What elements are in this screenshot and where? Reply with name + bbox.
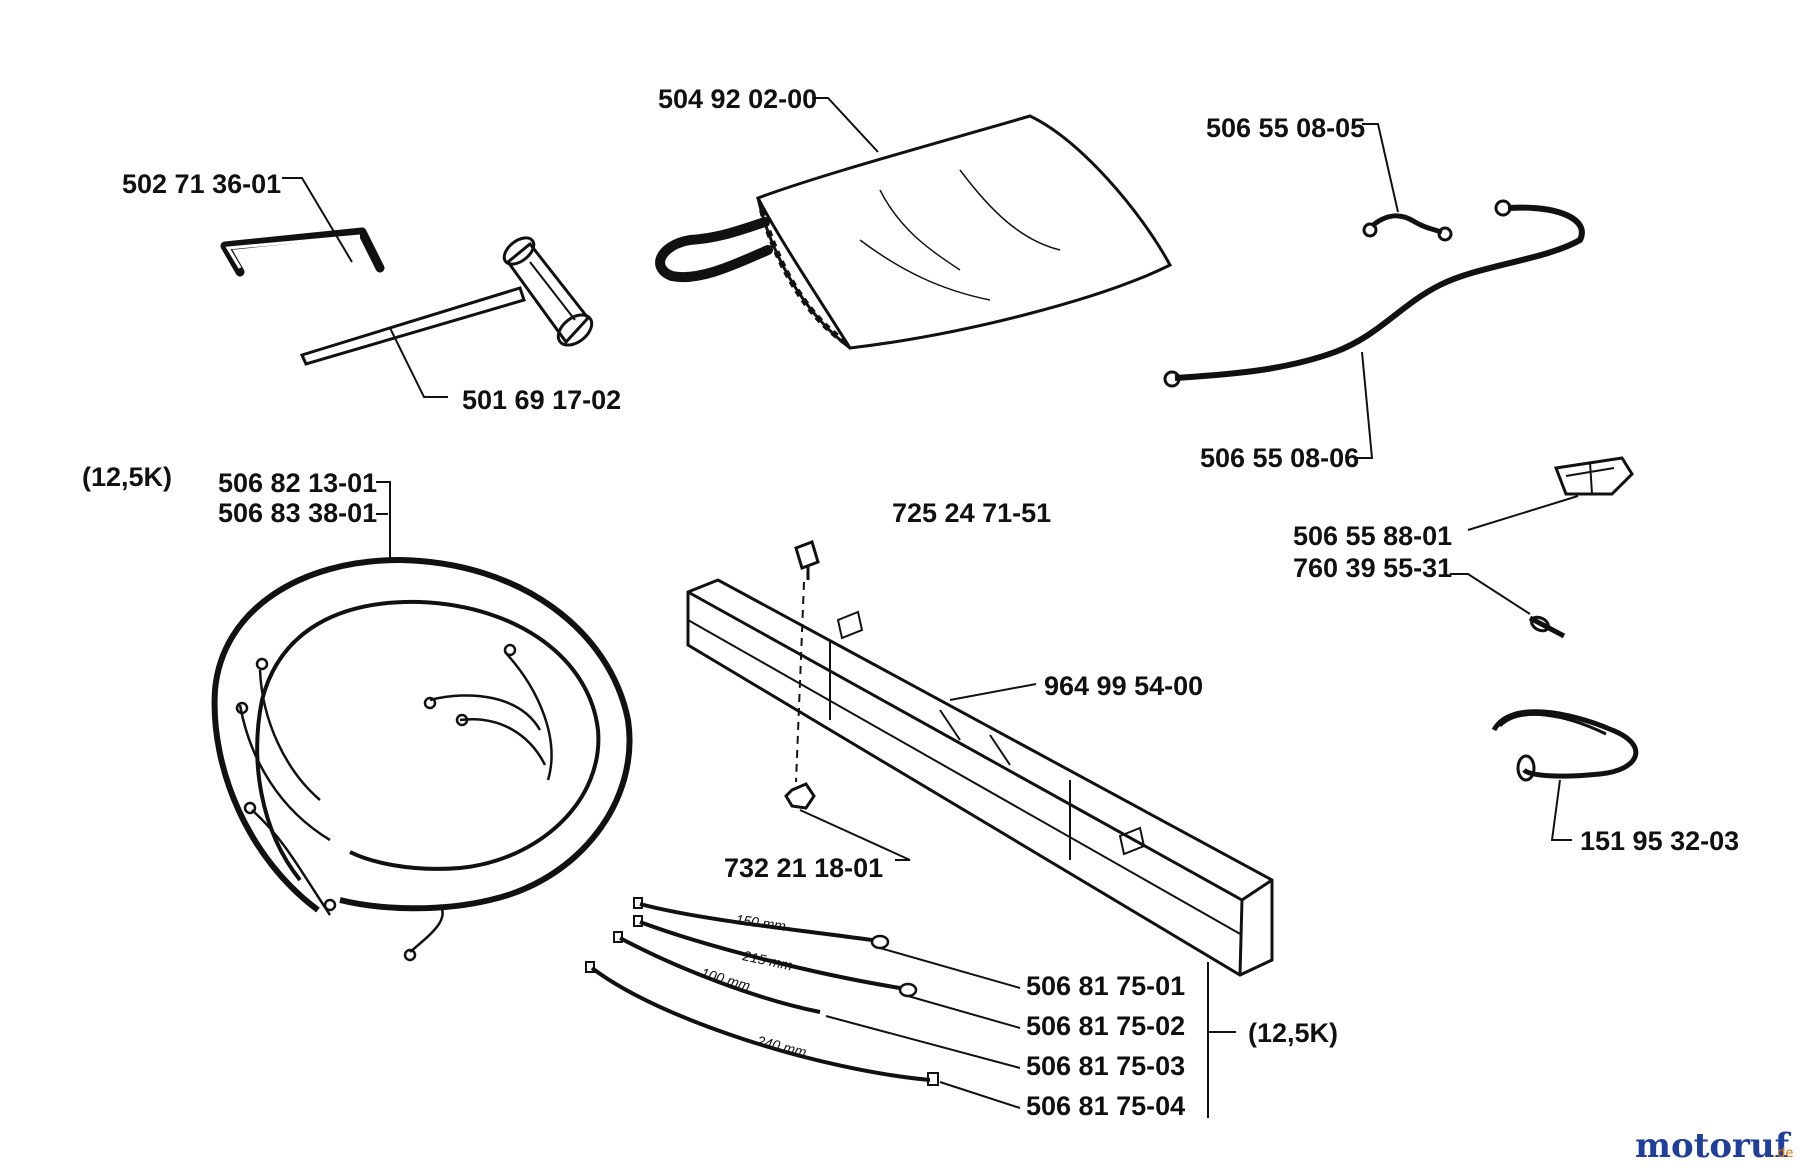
- bolt-axis-line: [795, 581, 805, 783]
- guard-bar-drawing: [686, 578, 1274, 977]
- leader-line: [1467, 495, 1579, 531]
- variant-note-right: (12,5K): [1248, 1018, 1338, 1048]
- lead-length-150: 150 mm: [735, 911, 788, 934]
- part-number-506-81-75-02: 506 81 75-02: [1026, 1011, 1185, 1041]
- allen-key-drawing: [220, 227, 385, 277]
- part-number-760-39-55-31: 760 39 55-31: [1293, 553, 1452, 583]
- leader-line: [282, 177, 353, 263]
- leader-line: [949, 683, 1037, 701]
- leader-line: [1550, 779, 1572, 841]
- lead-length-100: 100 mm: [699, 965, 752, 994]
- part-number-151-95-32-03: 151 95 32-03: [1580, 826, 1739, 856]
- part-number-504-92-02-00: 504 92 02-00: [658, 84, 817, 114]
- leader-line: [1355, 351, 1374, 459]
- short-cable-drawing: [1362, 213, 1453, 242]
- part-number-732-21-18-01: 732 21 18-01: [724, 853, 883, 883]
- part-number-502-71-36-01: 502 71 36-01: [122, 169, 281, 199]
- leader-line: [1362, 123, 1399, 213]
- part-number-506-55-08-05: 506 55 08-05: [1206, 113, 1365, 143]
- watermark-tld: .de: [1773, 1146, 1793, 1161]
- watermark-brand: motoruf: [1635, 1126, 1792, 1166]
- variant-note-left: (12,5K): [82, 462, 172, 492]
- watermark-logo: motoruf .de: [1635, 1126, 1793, 1166]
- bolt-drawing: [794, 540, 820, 580]
- part-number-964-99-54-00: 964 99 54-00: [1044, 671, 1203, 701]
- lead-length-215: 215 mm: [740, 947, 794, 973]
- leader-line: [812, 97, 879, 153]
- part-number-506-55-88-01: 506 55 88-01: [1293, 521, 1452, 551]
- part-number-501-69-17-02: 501 69 17-02: [462, 385, 621, 415]
- short-leads-drawing: [585, 897, 939, 1086]
- lead-length-240: 240 mm: [754, 1032, 808, 1060]
- nut-drawing: [784, 782, 816, 810]
- leader-line: [376, 481, 391, 560]
- leader-line: [879, 947, 1021, 989]
- terminal-drawing: [1528, 615, 1566, 639]
- long-cable-drawing: [1163, 199, 1585, 388]
- connector-block-drawing: [1553, 456, 1634, 496]
- clamp-drawing: [1491, 709, 1639, 782]
- leader-line: [939, 1081, 1021, 1109]
- part-number-506-55-08-06: 506 55 08-06: [1200, 443, 1359, 473]
- wire-harness-drawing: [211, 556, 633, 962]
- leader-line: [825, 1015, 1021, 1069]
- part-number-506-81-75-04: 506 81 75-04: [1026, 1091, 1185, 1121]
- tool-bag-drawing: [655, 114, 1173, 350]
- part-number-506-81-75-03: 506 81 75-03: [1026, 1051, 1185, 1081]
- part-number-506-81-75-01: 506 81 75-01: [1026, 971, 1185, 1001]
- part-number-506-83-38-01: 506 83 38-01: [218, 498, 377, 528]
- part-number-506-82-13-01: 506 82 13-01: [218, 468, 377, 498]
- spark-plug-wrench-drawing: [299, 236, 594, 366]
- leader-line: [1450, 573, 1531, 615]
- leader-line: [799, 809, 911, 861]
- leader-line: [907, 995, 1021, 1029]
- part-number-725-24-71-51: 725 24 71-51: [892, 498, 1051, 528]
- leader-line: [389, 327, 448, 398]
